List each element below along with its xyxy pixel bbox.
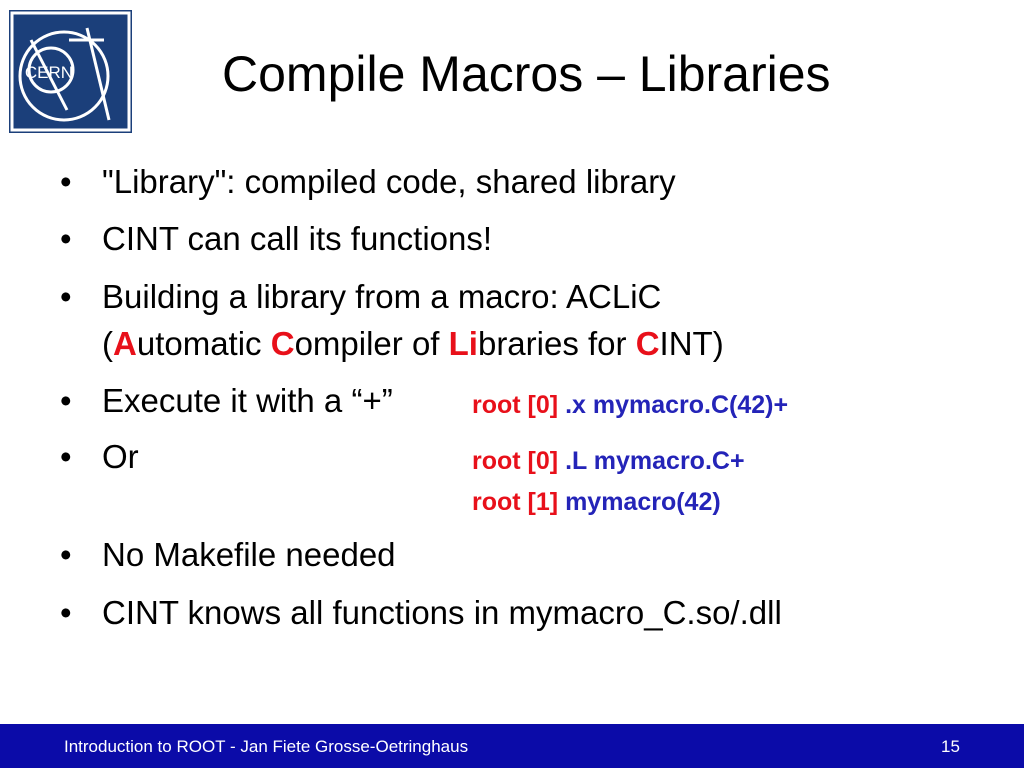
- expansion-part: utomatic: [136, 325, 271, 362]
- bullet-dot: •: [60, 382, 72, 419]
- code-line: root [1] mymacro(42): [472, 486, 721, 518]
- bullet-text: Execute it with a “+”: [102, 382, 393, 419]
- aclic-expansion: (Automatic Compiler of Libraries for CIN…: [102, 324, 724, 364]
- bullet-dot: •: [60, 220, 72, 257]
- bullet-text: Or: [102, 438, 139, 475]
- code-line: root [0] .x mymacro.C(42)+: [472, 389, 788, 421]
- code-command: .x mymacro.C(42)+: [565, 391, 789, 419]
- cern-logo-text: CERN: [25, 63, 73, 82]
- code-prompt: root [1]: [472, 488, 559, 516]
- expansion-part: INT): [659, 325, 724, 362]
- cern-logo: CERN: [9, 10, 132, 133]
- bullet-dot: •: [60, 278, 72, 315]
- code-prompt: root [0]: [472, 447, 559, 475]
- code-command: .L mymacro.C+: [565, 447, 745, 475]
- bullet-dot: •: [60, 163, 72, 200]
- footer-text: Introduction to ROOT - Jan Fiete Grosse-…: [64, 737, 469, 756]
- bullet-text: No Makefile needed: [102, 536, 396, 573]
- code-line: root [0] .L mymacro.C+: [472, 445, 745, 477]
- cern-logo-graphic: CERN: [10, 11, 131, 132]
- bullet-text: CINT can call its functions!: [102, 220, 493, 257]
- bullet-text: "Library": compiled code, shared library: [102, 163, 676, 200]
- acronym-letter: C: [635, 325, 660, 362]
- expansion-part: ompiler of: [294, 325, 449, 362]
- acronym-letter: C: [270, 325, 295, 362]
- bullet-text: CINT knows all functions in mymacro_C.so…: [102, 594, 782, 631]
- bullet-list: • "Library": compiled code, shared libra…: [60, 163, 788, 631]
- bullet-dot: •: [60, 536, 72, 573]
- acronym-letter: A: [113, 325, 137, 362]
- footer-bar: Introduction to ROOT - Jan Fiete Grosse-…: [0, 724, 1024, 768]
- code-command: mymacro(42): [565, 488, 721, 516]
- slide-title: Compile Macros – Libraries: [222, 46, 831, 102]
- page-number: 15: [941, 737, 960, 756]
- bullet-dot: •: [60, 594, 72, 631]
- acronym-letter: Li: [448, 325, 478, 362]
- expansion-part: (: [102, 325, 113, 362]
- expansion-part: braries for: [477, 325, 636, 362]
- bullet-text: Building a library from a macro: ACLiC: [102, 278, 662, 315]
- code-prompt: root [0]: [472, 391, 559, 419]
- bullet-dot: •: [60, 438, 72, 475]
